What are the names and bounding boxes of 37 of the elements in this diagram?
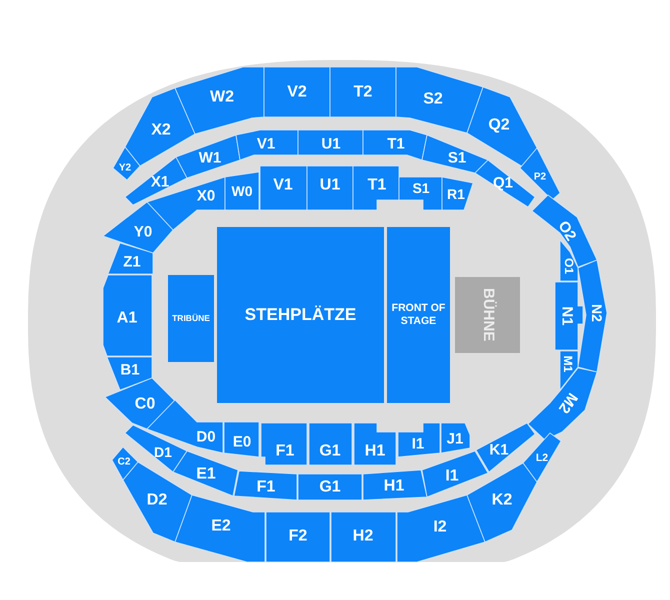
- seating-section: Y2: [112, 146, 141, 181]
- seating-section: S1: [398, 176, 442, 210]
- seating-section: H1: [362, 470, 428, 500]
- standing-area: STEHPLÄTZE: [217, 227, 384, 403]
- seating-section: T1: [362, 130, 428, 161]
- seating-section: F1: [234, 470, 298, 500]
- seating-section: G1: [308, 422, 352, 466]
- seating-section: Q2: [466, 86, 538, 168]
- seating-section: H1: [354, 422, 396, 466]
- seating-section: R1: [442, 176, 474, 210]
- seating-section: T1: [352, 166, 400, 210]
- seating-section: F2: [266, 512, 330, 562]
- seating-section: Z1: [107, 242, 154, 274]
- seating-section: K2: [466, 462, 538, 543]
- seating-section: L2: [522, 432, 562, 483]
- seating-section: W0: [224, 172, 260, 210]
- seating-section: V1: [236, 130, 298, 161]
- seating-section: I1: [398, 422, 440, 458]
- seating-section: U1: [306, 166, 354, 210]
- seating-section: TRIBÜNE: [168, 275, 214, 362]
- seating-section: V2: [264, 66, 330, 118]
- seating-section: J1: [440, 422, 470, 454]
- seating-section: V1: [260, 166, 308, 210]
- seating-section: I2: [396, 494, 486, 562]
- seating-section: G1: [298, 474, 362, 500]
- seating-section: F1: [260, 422, 308, 466]
- seating-section: U1: [298, 130, 364, 156]
- seating-section: T2: [330, 66, 396, 118]
- seating-section: K1: [475, 422, 536, 473]
- seating-section: P2: [519, 147, 560, 201]
- seating-section: W1: [175, 134, 240, 178]
- seating-section: E0: [224, 422, 260, 458]
- stage-block: BÜHNE: [455, 277, 520, 353]
- seating-section: E1: [172, 450, 238, 497]
- seating-section: S1: [422, 134, 489, 174]
- standing-area: FRONT OF STAGE: [387, 227, 450, 403]
- seating-section: H2: [330, 512, 396, 562]
